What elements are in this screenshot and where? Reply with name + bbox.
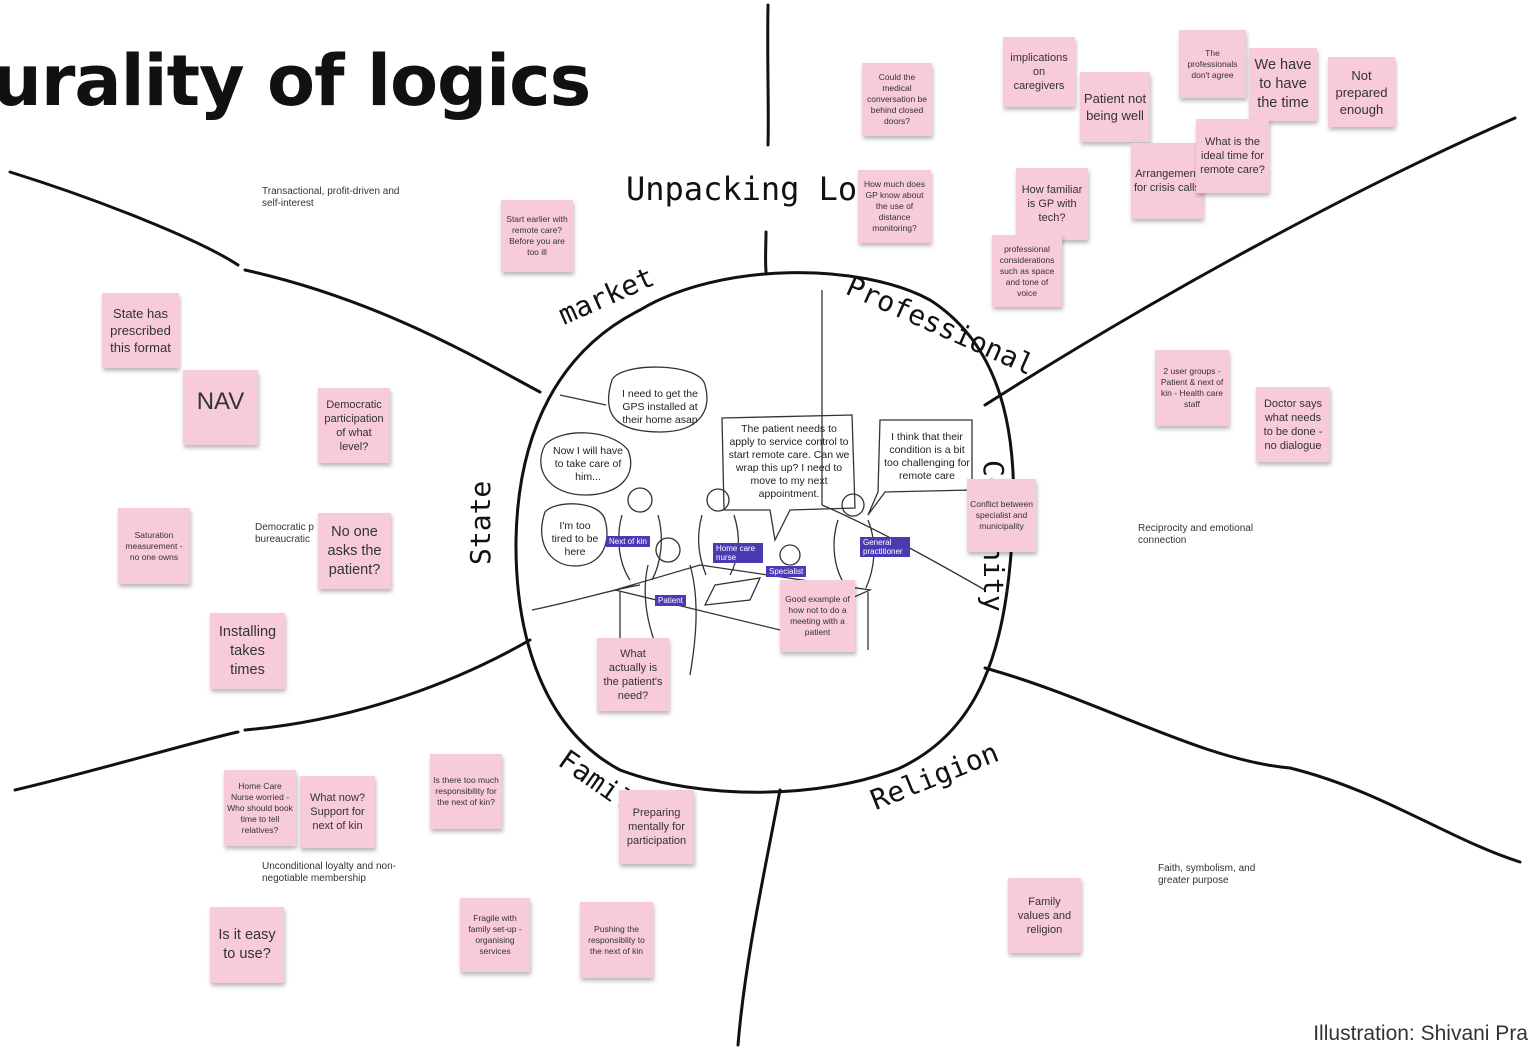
bubble-service: The patient needs to apply to service co… bbox=[728, 423, 850, 500]
room-floor-right bbox=[821, 504, 986, 591]
laptop bbox=[703, 577, 762, 606]
sticky-note[interactable]: No one asks the patient? bbox=[318, 513, 391, 589]
logic-description-state: Democratic p bureaucratic bbox=[255, 522, 314, 545]
label-next-of-kin: Next of kin bbox=[606, 536, 650, 547]
label-home-care-nurse: Home care nurse bbox=[713, 543, 763, 563]
spoke-upper-right bbox=[983, 116, 1517, 407]
sticky-note[interactable]: Patient not being well bbox=[1080, 72, 1150, 142]
label-specialist: Specialist bbox=[766, 566, 807, 577]
sticky-note[interactable]: Arrangement for crisis calls bbox=[1131, 143, 1203, 219]
sticky-note[interactable]: Installing takes times bbox=[210, 613, 285, 689]
sticky-note[interactable]: Good example of how not to do a meeting … bbox=[780, 580, 855, 652]
logic-description-family: Unconditional loyalty and non-negotiable… bbox=[262, 861, 396, 884]
sticky-note[interactable]: Pushing the responsiblity to the next of… bbox=[580, 902, 653, 978]
logic-description-market: Transactional, profit-driven and self-in… bbox=[262, 186, 400, 209]
sticky-note[interactable]: State has prescribed this format bbox=[102, 293, 179, 368]
bubble-tired-outline bbox=[541, 503, 608, 567]
sticky-note[interactable]: Preparing mentally for participation bbox=[619, 790, 694, 864]
spoke-upper-left bbox=[8, 170, 240, 267]
illustration-credit: Illustration: Shivani Pra bbox=[1313, 1022, 1528, 1045]
meeting-table bbox=[612, 564, 873, 631]
sticky-note[interactable]: The professionals don't agree bbox=[1179, 30, 1246, 98]
sticky-note[interactable]: What actually is the patient's need? bbox=[597, 638, 669, 711]
sticky-note[interactable]: How familiar is GP with tech? bbox=[1016, 168, 1088, 240]
sticky-note[interactable]: Could the medical conversation be behind… bbox=[862, 63, 932, 136]
logic-label-state: State bbox=[464, 480, 497, 565]
page-title: urality of logics bbox=[0, 40, 591, 122]
bubble-take-care-outline bbox=[540, 432, 632, 496]
sticky-note[interactable]: Family values and religion bbox=[1008, 878, 1081, 953]
person-gp-head bbox=[841, 493, 865, 517]
sticky-note[interactable]: Democratic participation of what level? bbox=[318, 388, 390, 463]
sticky-note[interactable]: Conflict between specialist and municipa… bbox=[967, 479, 1036, 552]
person-next-of-kin-body bbox=[618, 514, 662, 581]
spoke-lower-right bbox=[983, 666, 1522, 864]
person-patient-head bbox=[655, 537, 681, 563]
bubble-service-outline bbox=[721, 414, 856, 543]
label-general-practitioner: General practitioner bbox=[860, 537, 910, 557]
sticky-note[interactable]: Is it easy to use? bbox=[210, 907, 284, 983]
bubble-condition: I think that their condition is a bit to… bbox=[884, 431, 970, 482]
person-specialist-head bbox=[779, 544, 801, 566]
room-floor-left bbox=[531, 584, 641, 611]
bubble-gps: I need to get the GPS installed at their… bbox=[622, 388, 698, 426]
center-circle bbox=[514, 271, 1016, 794]
bubble-condition-outline bbox=[867, 419, 973, 516]
bubble-take-care: Now I will have to take care of him... bbox=[552, 445, 624, 483]
person-next-of-kin-head bbox=[627, 487, 653, 513]
sticky-note[interactable]: Home Care Nurse worried - Who should boo… bbox=[224, 770, 296, 846]
sticky-note[interactable]: We have to have the time bbox=[1249, 48, 1317, 121]
bubble-tired: I'm too tired to be here bbox=[551, 520, 599, 558]
spoke-top-upper bbox=[766, 3, 770, 147]
sticky-note[interactable]: Not prepared enough bbox=[1328, 57, 1395, 127]
spoke-bottom bbox=[736, 788, 782, 1047]
sticky-note[interactable]: NAV bbox=[183, 370, 258, 445]
sticky-note[interactable]: implications on caregivers bbox=[1003, 37, 1075, 107]
sticky-note[interactable]: Fragile with family set-up - organising … bbox=[460, 898, 530, 972]
sticky-note[interactable]: What is the ideal time for remote care? bbox=[1196, 119, 1269, 193]
spoke-lower-left-2 bbox=[243, 638, 532, 732]
person-nurse-head bbox=[706, 488, 730, 512]
spoke-lower-left bbox=[13, 730, 240, 792]
sticky-note[interactable]: Is there too much responsibility for the… bbox=[430, 754, 502, 829]
sticky-note[interactable]: Doctor says what needs to be done - no d… bbox=[1256, 387, 1330, 462]
bubble-gps-outline bbox=[607, 366, 708, 433]
sticky-note[interactable]: professional considerations such as spac… bbox=[992, 235, 1062, 307]
sticky-note[interactable]: What now? Support for next of kin bbox=[300, 776, 375, 848]
spoke-upper-left-2 bbox=[243, 268, 542, 394]
sticky-note[interactable]: Saturation measurement - no one owns bbox=[118, 508, 190, 584]
sticky-note[interactable]: Start earlier with remote care? Before y… bbox=[501, 200, 573, 272]
sticky-note[interactable]: 2 user groups - Patient & next of kin - … bbox=[1155, 350, 1229, 426]
logic-description-community: Reciprocity and emotional connection bbox=[1138, 523, 1254, 546]
logic-description-religion: Faith, symbolism, and greater purpose bbox=[1158, 863, 1256, 886]
room-ceiling-left bbox=[559, 394, 607, 406]
center-heading: Unpacking Log bbox=[626, 170, 877, 208]
sticky-note[interactable]: How much does GP know about the use of d… bbox=[858, 170, 931, 243]
label-patient: Patient bbox=[655, 595, 686, 606]
